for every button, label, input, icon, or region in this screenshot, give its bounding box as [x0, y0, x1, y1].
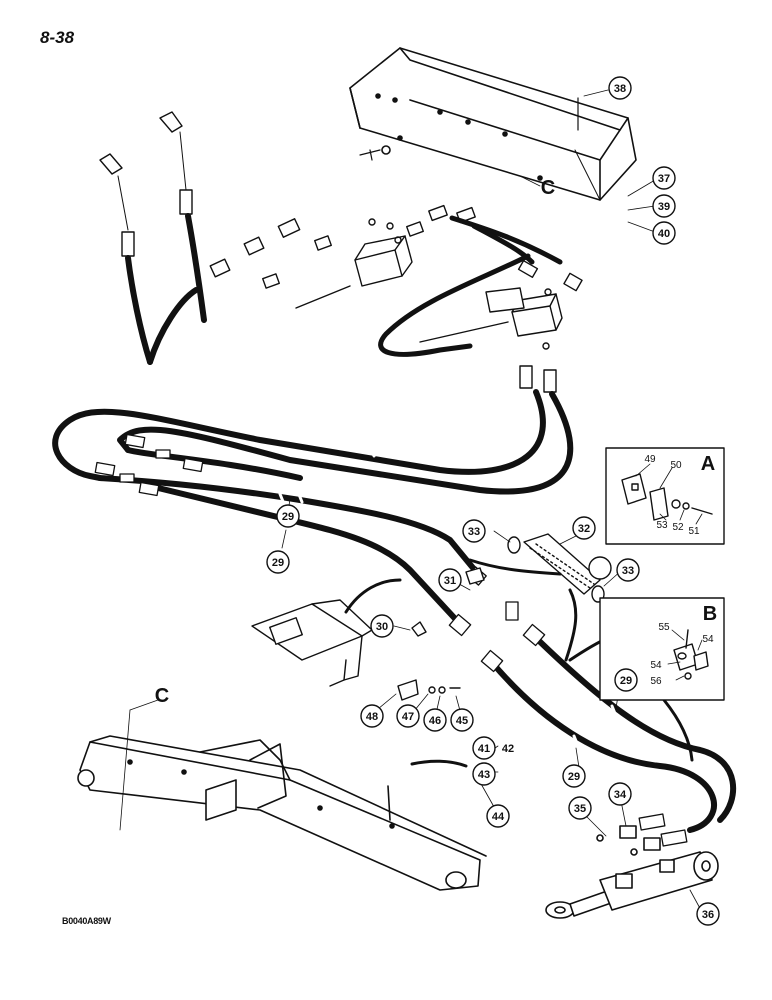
hose-sleeve: [507, 533, 605, 603]
figure-code: B0040A89W: [62, 916, 111, 926]
detail-a-49: 49: [644, 454, 656, 465]
callout-39: 39: [658, 201, 670, 213]
callout-35: 35: [574, 803, 586, 815]
detail-a-52: 52: [672, 522, 684, 533]
hose-end-fittings: [94, 433, 688, 847]
detail-b-54a: 54: [702, 634, 714, 645]
callout-32: 32: [578, 523, 590, 535]
ref-c-bottom: C: [155, 685, 169, 707]
callout-36: 36: [702, 909, 714, 921]
callout-29b: 29: [272, 557, 284, 569]
callout-48: 48: [366, 711, 378, 723]
callout-41: 41: [478, 743, 490, 755]
upper-valve-hoses: [378, 215, 563, 357]
callout-40: 40: [658, 228, 670, 240]
detail-a-box: [605, 447, 725, 545]
callout-labels: 38 37 39 40 29 29 33 32 33 31 30 29 48 4…: [272, 83, 714, 921]
callout-29d: 29: [568, 771, 580, 783]
callout-37: 37: [658, 173, 670, 185]
boom-arm: [77, 735, 487, 891]
callout-44: 44: [492, 811, 505, 823]
left-hose-bundle: [125, 213, 207, 365]
detail-a-51: 51: [688, 526, 700, 537]
callout-42: 42: [502, 743, 514, 755]
detail-b-56: 56: [650, 676, 662, 687]
callout-30: 30: [376, 621, 388, 633]
callout-47: 47: [402, 711, 414, 723]
callout-43: 43: [478, 769, 490, 781]
upper-valve-block: [209, 204, 583, 309]
ref-c-top: C: [541, 177, 555, 199]
detail-b-55: 55: [658, 622, 670, 633]
detail-b-letter: B: [703, 603, 717, 625]
detail-b-54b: 54: [650, 660, 662, 671]
callout-45: 45: [456, 715, 468, 727]
cylinder: [545, 825, 719, 919]
callout-46: 46: [429, 715, 441, 727]
callout-34: 34: [614, 789, 627, 801]
lower-valve-block: [419, 287, 563, 393]
detail-a-letter: A: [701, 453, 715, 475]
upper-left-fittings: [99, 111, 193, 257]
hose-bracket: [251, 567, 485, 701]
detail-a-50: 50: [670, 460, 682, 471]
callout-29c: 29: [620, 675, 632, 687]
page-number: 8-38: [40, 28, 75, 47]
detail-labels: A B C C 49 50 51 52 53 55 54 54 56: [155, 177, 717, 707]
callout-38: 38: [614, 83, 626, 95]
callout-circles: [266, 76, 720, 926]
callout-33a: 33: [468, 526, 480, 538]
callout-29a: 29: [282, 511, 294, 523]
callout-33b: 33: [622, 565, 634, 577]
shield-cover: [349, 47, 637, 201]
detail-a-53: 53: [656, 520, 668, 531]
callout-31: 31: [444, 575, 456, 587]
hose-break-marks: [278, 444, 618, 748]
